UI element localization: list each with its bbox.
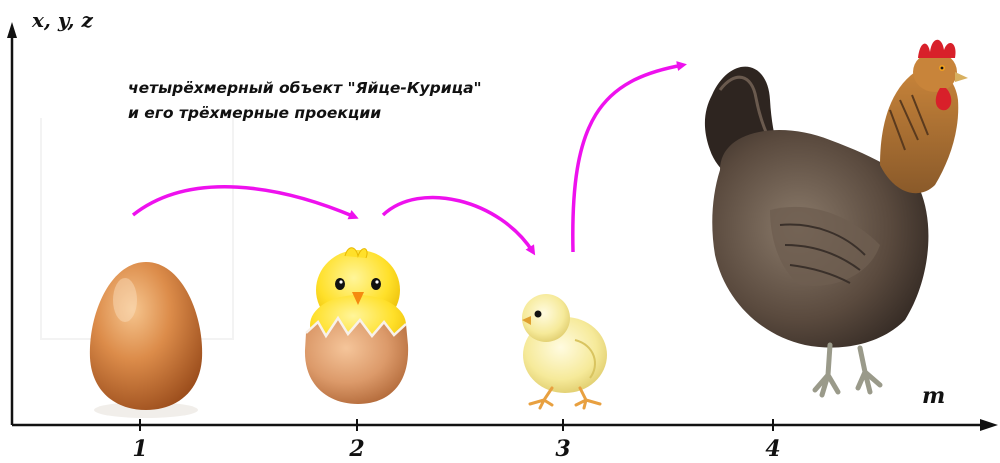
arrow-3-to-4 [571,61,687,253]
tick-label-1: 1 [132,436,148,462]
x-axis-arrow [980,419,998,431]
arrow-1-to-2 [131,185,359,220]
x-axis-label: m [922,383,946,409]
hen-image [704,39,968,398]
arrow-2-to-3 [381,195,536,256]
y-axis-label: x, y, z [32,8,93,32]
caption-line-2: и его трёхмерные проекции [128,104,382,122]
egg-image [89,262,203,418]
diagram-caption: четырёхмерный объект "Яйце-Курица" и его… [128,76,482,126]
tick-label-4: 4 [765,436,781,462]
caption-line-1: четырёхмерный объект "Яйце-Курица" [128,79,482,97]
hatching-chick-image [304,247,409,404]
tick-label-3: 3 [555,436,571,462]
tick-label-2: 2 [349,436,365,462]
y-axis-arrow [7,22,17,38]
chick-image [522,294,607,410]
